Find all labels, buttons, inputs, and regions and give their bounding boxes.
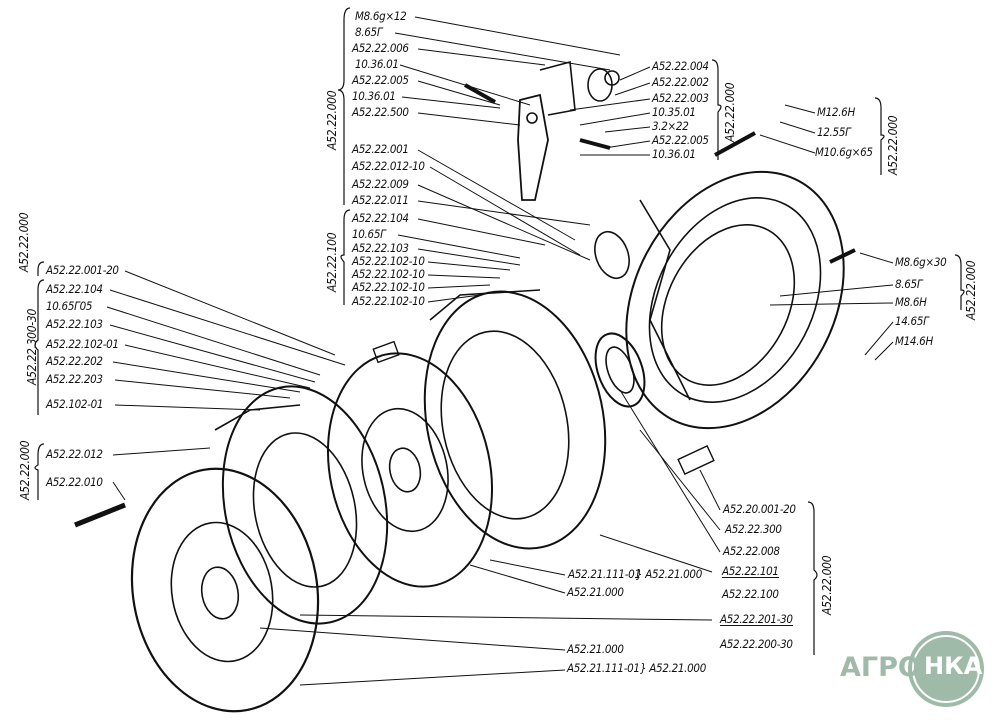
part-label: A52.21.111-01 (568, 567, 641, 581)
part-label: 10.36.01 (652, 147, 696, 161)
part-label: A52.22.005 (352, 73, 409, 87)
part-label: A52.20.001-20 (723, 502, 796, 516)
part-label: A52.22.008 (723, 544, 780, 558)
brackets (34, 7, 965, 655)
part-label: A52.22.102-10 (352, 280, 425, 294)
agronka-logo: АГРО НКА (836, 628, 986, 712)
part-label: M8.6H (895, 295, 927, 309)
part-label: 10.35.01 (652, 105, 696, 119)
release-ring (594, 332, 646, 408)
release-lever (517, 60, 630, 280)
part-label: A52.22.012-10 (352, 159, 425, 173)
part-label: A52.22.004 (652, 59, 709, 73)
part-label: M8.6g×12 (355, 9, 407, 23)
part-label: A52.22.102-10 (352, 267, 425, 281)
part-label: A52.22.003 (652, 91, 709, 105)
part-label: A52.21.000 (567, 642, 624, 656)
part-label: A52.22.100 (722, 587, 779, 601)
group-label: } A52.21.000 (636, 567, 702, 581)
logo-text-right: НКА (924, 652, 983, 680)
part-label: 10.36.01 (352, 89, 396, 103)
bracket-label-bottom-right: A52.22.000 (820, 555, 834, 615)
part-label: M10.6g×65 (815, 145, 873, 159)
part-label: M12.6H (817, 105, 855, 119)
bracket-label-left: A52.22.300-30 (25, 308, 39, 385)
part-label: A52.22.104 (352, 211, 409, 225)
bracket-label-left-top: A52.22.000 (17, 212, 31, 272)
part-label: A52.22.102-10 (352, 254, 425, 268)
part-label: A52.22.300 (725, 522, 782, 536)
leader-lines (106, 16, 894, 686)
intermediate-plate (214, 385, 389, 625)
bracket-label-far-right-upper: A52.22.000 (886, 115, 900, 175)
part-label: M14.6H (895, 334, 933, 348)
driven-disc (326, 352, 494, 588)
part-label: A52.22.202 (46, 354, 103, 368)
part-label: A52.22.012 (46, 447, 103, 461)
part-label: A52.102-01 (46, 397, 104, 411)
part-label: A52.22.101 (722, 564, 779, 578)
bracket-label-top-right: A52.22.000 (723, 82, 737, 142)
part-label: A52.22.102-01 (46, 337, 119, 351)
part-label: A52.22.001-20 (46, 263, 119, 277)
part-label: A52.22.001 (352, 142, 409, 156)
part-label: A52.22.009 (352, 177, 409, 191)
part-label: A52.22.006 (352, 41, 409, 55)
part-label: A52.22.005 (652, 133, 709, 147)
part-label: A52.22.002 (652, 75, 709, 89)
pressure-plate (423, 289, 607, 550)
bolts (74, 83, 856, 528)
part-label: A52.22.200-30 (720, 637, 793, 651)
bracket-label-top: A52.22.000 (325, 90, 339, 150)
part-label: 3.2×22 (652, 119, 689, 133)
friction-disc (130, 467, 320, 713)
bracket-label-lever: A52.22.100 (325, 232, 339, 292)
part-label: A52.22.203 (46, 372, 103, 386)
part-label: M8.6g×30 (895, 255, 947, 269)
part-label: A52.22.201-30 (720, 612, 793, 626)
part-label: 10.36.01 (355, 57, 399, 71)
part-label: A52.22.103 (352, 241, 409, 255)
part-label: 8.65Г (895, 277, 923, 291)
bracket-label-far-right-lower: A52.22.000 (964, 260, 978, 320)
part-label: A52.22.102-10 (352, 294, 425, 308)
logo-circle (908, 631, 984, 707)
part-label: 10.65Г (352, 227, 386, 241)
part-label: 8.65Г (355, 25, 383, 39)
part-label: A52.22.500 (352, 105, 409, 119)
group-label: } A52.21.000 (640, 661, 706, 675)
part-label: 10.65Г05 (46, 299, 93, 313)
clutch-housing (625, 170, 845, 430)
part-label: 14.65Г (895, 314, 929, 328)
part-label: A52.21.111-01 (567, 661, 640, 675)
part-label: A52.21.000 (567, 585, 624, 599)
part-label: A52.22.104 (46, 282, 103, 296)
part-label: A52.22.010 (46, 475, 103, 489)
part-label: 12.55Г (817, 125, 851, 139)
bracket-label-left-lower: A52.22.000 (18, 440, 32, 500)
part-label: A52.22.103 (46, 317, 103, 331)
part-label: A52.22.011 (352, 193, 409, 207)
logo-text-left: АГРО (840, 652, 921, 683)
